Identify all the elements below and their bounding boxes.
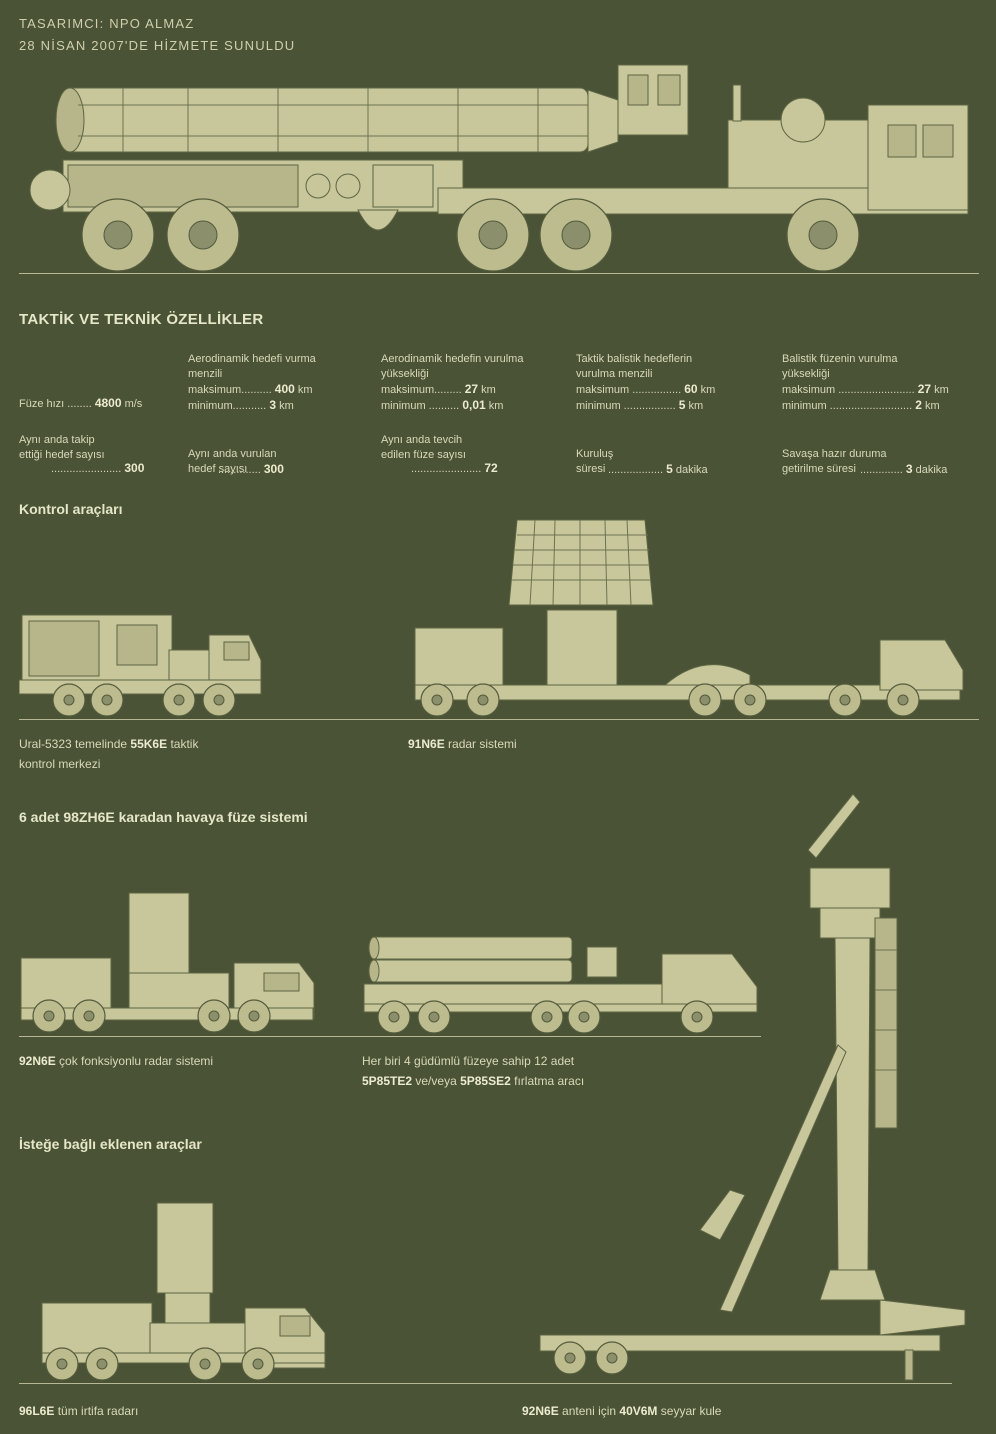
caption-91n6e: 91N6E radar sistemi [408,737,517,751]
section-control-title: Kontrol araçları [19,501,123,517]
caption-92n6e: 92N6E çok fonksiyonlu radar sistemi [19,1054,214,1068]
radar-96l6e-truck-illustration [41,1202,326,1381]
launcher-5p85-illustration [363,936,758,1034]
spec-aero-altitude: Aerodinamik hedefin vurulma yüksekliği m… [381,353,524,412]
command-post-truck-illustration [19,614,262,717]
spec-bm-altitude: Balistik füzenin vurulma yüksekliği maks… [782,353,949,412]
specs-title: TAKTİK VE TEKNİK ÖZELLİKLER [19,311,264,328]
divider [19,1383,952,1384]
radar-92n6e-truck-illustration [20,892,315,1033]
spec-guided-missiles: Aynı anda tevcih edilen füze sayısı ....… [381,434,498,475]
spec-engaged-targets: Aynı anda vurulan hedef sayısı .........… [188,448,284,476]
caption-55k6e: Ural-5323 temelinde 55K6E taktik kontrol… [19,737,199,771]
section-launchers-title: 6 adet 98ZH6E karadan havaya füze sistem… [19,809,308,825]
service-date-label: 28 NİSAN 2007'DE HİZMETE SUNULDU [19,38,296,53]
spec-tbm-range: Taktik balistik hedeflerin vurulma menzi… [576,353,716,412]
spec-ready-time: Savaşa hazır duruma getirilme süresi ...… [782,448,948,476]
spec-aero-range: Aerodinamik hedefi vurma menzili maksimu… [188,353,316,412]
launcher-truck-illustration [29,64,969,272]
radar-91n6e-illustration [414,519,964,717]
caption-96l6e: 96L6E tüm irtifa radarı [19,1404,139,1418]
spec-tracked-targets: Aynı anda takip ettiği hedef sayısı ....… [19,434,145,475]
caption-5p85: Her biri 4 güdümlü füzeye sahip 12 adet … [362,1054,585,1088]
spec-missile-speed: Füze hızı ........ 4800 m/s [19,396,143,410]
divider [19,273,979,274]
spec-deploy-time: Kuruluş süresi .................. 5 daki… [576,448,708,476]
divider [19,1036,761,1037]
designer-label: TASARIMCI: NPO ALMAZ [19,16,195,31]
divider [19,719,979,720]
tower-40v6m-illustration [539,793,966,1381]
caption-40v6m: 92N6E anteni için 40V6M seyyar kule [522,1404,722,1418]
section-optional-title: İsteğe bağlı eklenen araçlar [19,1136,202,1152]
